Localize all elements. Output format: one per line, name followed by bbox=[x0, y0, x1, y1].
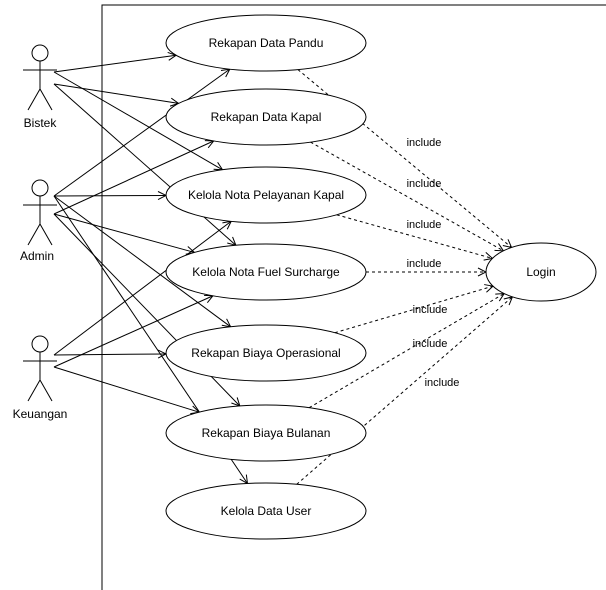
use-case-label: Rekapan Biaya Bulanan bbox=[202, 426, 331, 440]
association-bistek-rekapan-data-kapal bbox=[53, 83, 179, 103]
association-keuangan-rekapan-biaya-operasional bbox=[53, 354, 166, 355]
system-boundary bbox=[101, 4, 606, 590]
use-case-kelola-nota-pelayanan-kapal[interactable]: Kelola Nota Pelayanan Kapal bbox=[165, 166, 367, 224]
include-label-rekapan-data-kapal: include bbox=[407, 178, 442, 190]
actor-label: Admin bbox=[20, 249, 54, 263]
include-edge-rekapan-data-pandu bbox=[297, 69, 512, 248]
actor-label: Keuangan bbox=[13, 407, 68, 421]
use-case-layer: Rekapan Data Pandu Rekapan Data Kapal Ke… bbox=[165, 14, 597, 540]
include-layer: include include include include include inclu… bbox=[296, 69, 513, 485]
association-bistek-rekapan-data-pandu bbox=[53, 55, 176, 73]
use-case-rekapan-biaya-bulanan[interactable]: Rekapan Biaya Bulanan bbox=[165, 404, 367, 462]
use-case-label: Login bbox=[526, 265, 555, 279]
use-case-label: Rekapan Data Kapal bbox=[211, 110, 322, 124]
actor-head bbox=[31, 335, 49, 353]
actor-head bbox=[31, 179, 49, 197]
association-bistek-kelola-nota-fuel-surcharge bbox=[53, 83, 236, 245]
include-label-rekapan-biaya-bulanan: include bbox=[413, 338, 448, 350]
association-admin-rekapan-data-kapal bbox=[53, 141, 214, 215]
include-edge-rekapan-data-kapal bbox=[310, 141, 503, 251]
association-admin-kelola-nota-pelayanan-kapal bbox=[53, 195, 166, 196]
use-case-label: Rekapan Biaya Operasional bbox=[191, 346, 340, 360]
use-case-rekapan-data-kapal[interactable]: Rekapan Data Kapal bbox=[165, 88, 367, 146]
association-admin-rekapan-biaya-operasional bbox=[53, 195, 231, 327]
actor-keuangan[interactable]: Keuangan bbox=[13, 335, 68, 421]
actor-bistek[interactable]: Bistek bbox=[23, 44, 58, 130]
include-edge-kelola-nota-pelayanan-kapal bbox=[336, 214, 493, 259]
include-label-kelola-nota-fuel-surcharge: include bbox=[407, 258, 442, 270]
use-case-label: Rekapan Data Pandu bbox=[209, 36, 324, 50]
association-admin-rekapan-biaya-bulanan bbox=[53, 213, 240, 406]
association-admin-rekapan-data-pandu bbox=[53, 69, 230, 197]
use-case-login[interactable]: Login bbox=[485, 242, 597, 302]
actor-head bbox=[31, 44, 49, 62]
include-label-rekapan-biaya-operasional: include bbox=[413, 304, 448, 316]
association-bistek-kelola-nota-pelayanan-kapal bbox=[53, 71, 223, 170]
association-keuangan-rekapan-biaya-bulanan bbox=[53, 366, 199, 412]
use-case-rekapan-biaya-operasional[interactable]: Rekapan Biaya Operasional bbox=[165, 324, 367, 382]
use-case-label: Kelola Data User bbox=[221, 504, 312, 518]
use-case-rekapan-data-pandu[interactable]: Rekapan Data Pandu bbox=[165, 14, 367, 72]
include-edge-kelola-data-user bbox=[296, 297, 513, 485]
association-keuangan-kelola-nota-pelayanan-kapal bbox=[53, 221, 231, 356]
use-case-label: Kelola Nota Pelayanan Kapal bbox=[188, 188, 344, 202]
include-label-kelola-nota-pelayanan-kapal: include bbox=[407, 219, 442, 231]
association-layer bbox=[53, 55, 247, 483]
include-edge-rekapan-biaya-bulanan bbox=[308, 294, 504, 409]
actor-admin[interactable]: Admin bbox=[20, 179, 57, 263]
actor-label: Bistek bbox=[24, 116, 58, 130]
use-case-label: Kelola Nota Fuel Surcharge bbox=[192, 265, 340, 279]
include-label-rekapan-data-pandu: include bbox=[407, 137, 442, 149]
use-case-kelola-data-user[interactable]: Kelola Data User bbox=[165, 482, 367, 540]
include-label-kelola-data-user: include bbox=[425, 377, 460, 389]
association-admin-kelola-nota-fuel-surcharge bbox=[53, 213, 194, 252]
actor-layer: Bistek Admin Keuangan bbox=[13, 44, 68, 421]
use-case-kelola-nota-fuel-surcharge[interactable]: Kelola Nota Fuel Surcharge bbox=[165, 243, 367, 301]
